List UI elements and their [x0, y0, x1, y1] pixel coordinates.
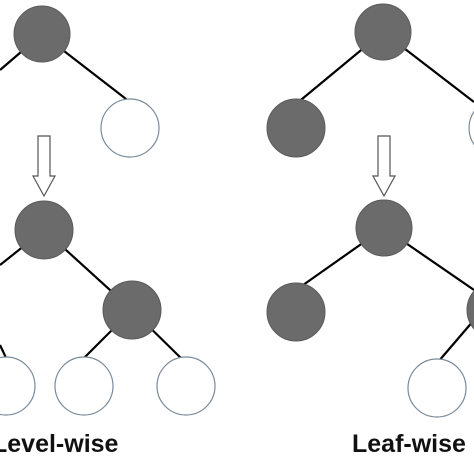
- leaf-node: [468, 110, 474, 146]
- expanded-node: [355, 199, 413, 257]
- leaf-wise-initial-tree: [266, 3, 474, 158]
- level-wise-caption: Level-wise: [0, 430, 119, 458]
- level-wise-initial-tree: [0, 5, 160, 158]
- expanded-node: [102, 280, 162, 340]
- growth-arrow-left: [31, 135, 57, 198]
- tree-edge: [437, 319, 474, 363]
- leaf-node: [100, 98, 160, 158]
- growth-arrow-right: [371, 135, 397, 198]
- leaf-node: [156, 356, 216, 416]
- leaf-node: [54, 356, 114, 416]
- expanded-node: [14, 200, 74, 260]
- leaf-wise-caption: Leaf-wise: [352, 430, 466, 458]
- leaf-node: [407, 358, 467, 418]
- leaf-node: [0, 356, 36, 416]
- leaf-wise-grown-tree: [266, 199, 474, 418]
- expanded-node: [266, 98, 326, 158]
- expanded-node: [266, 282, 326, 342]
- level-wise-grown-tree: [0, 200, 216, 416]
- expanded-node: [13, 5, 71, 63]
- expanded-node: [354, 3, 412, 61]
- expanded-node: [466, 290, 474, 330]
